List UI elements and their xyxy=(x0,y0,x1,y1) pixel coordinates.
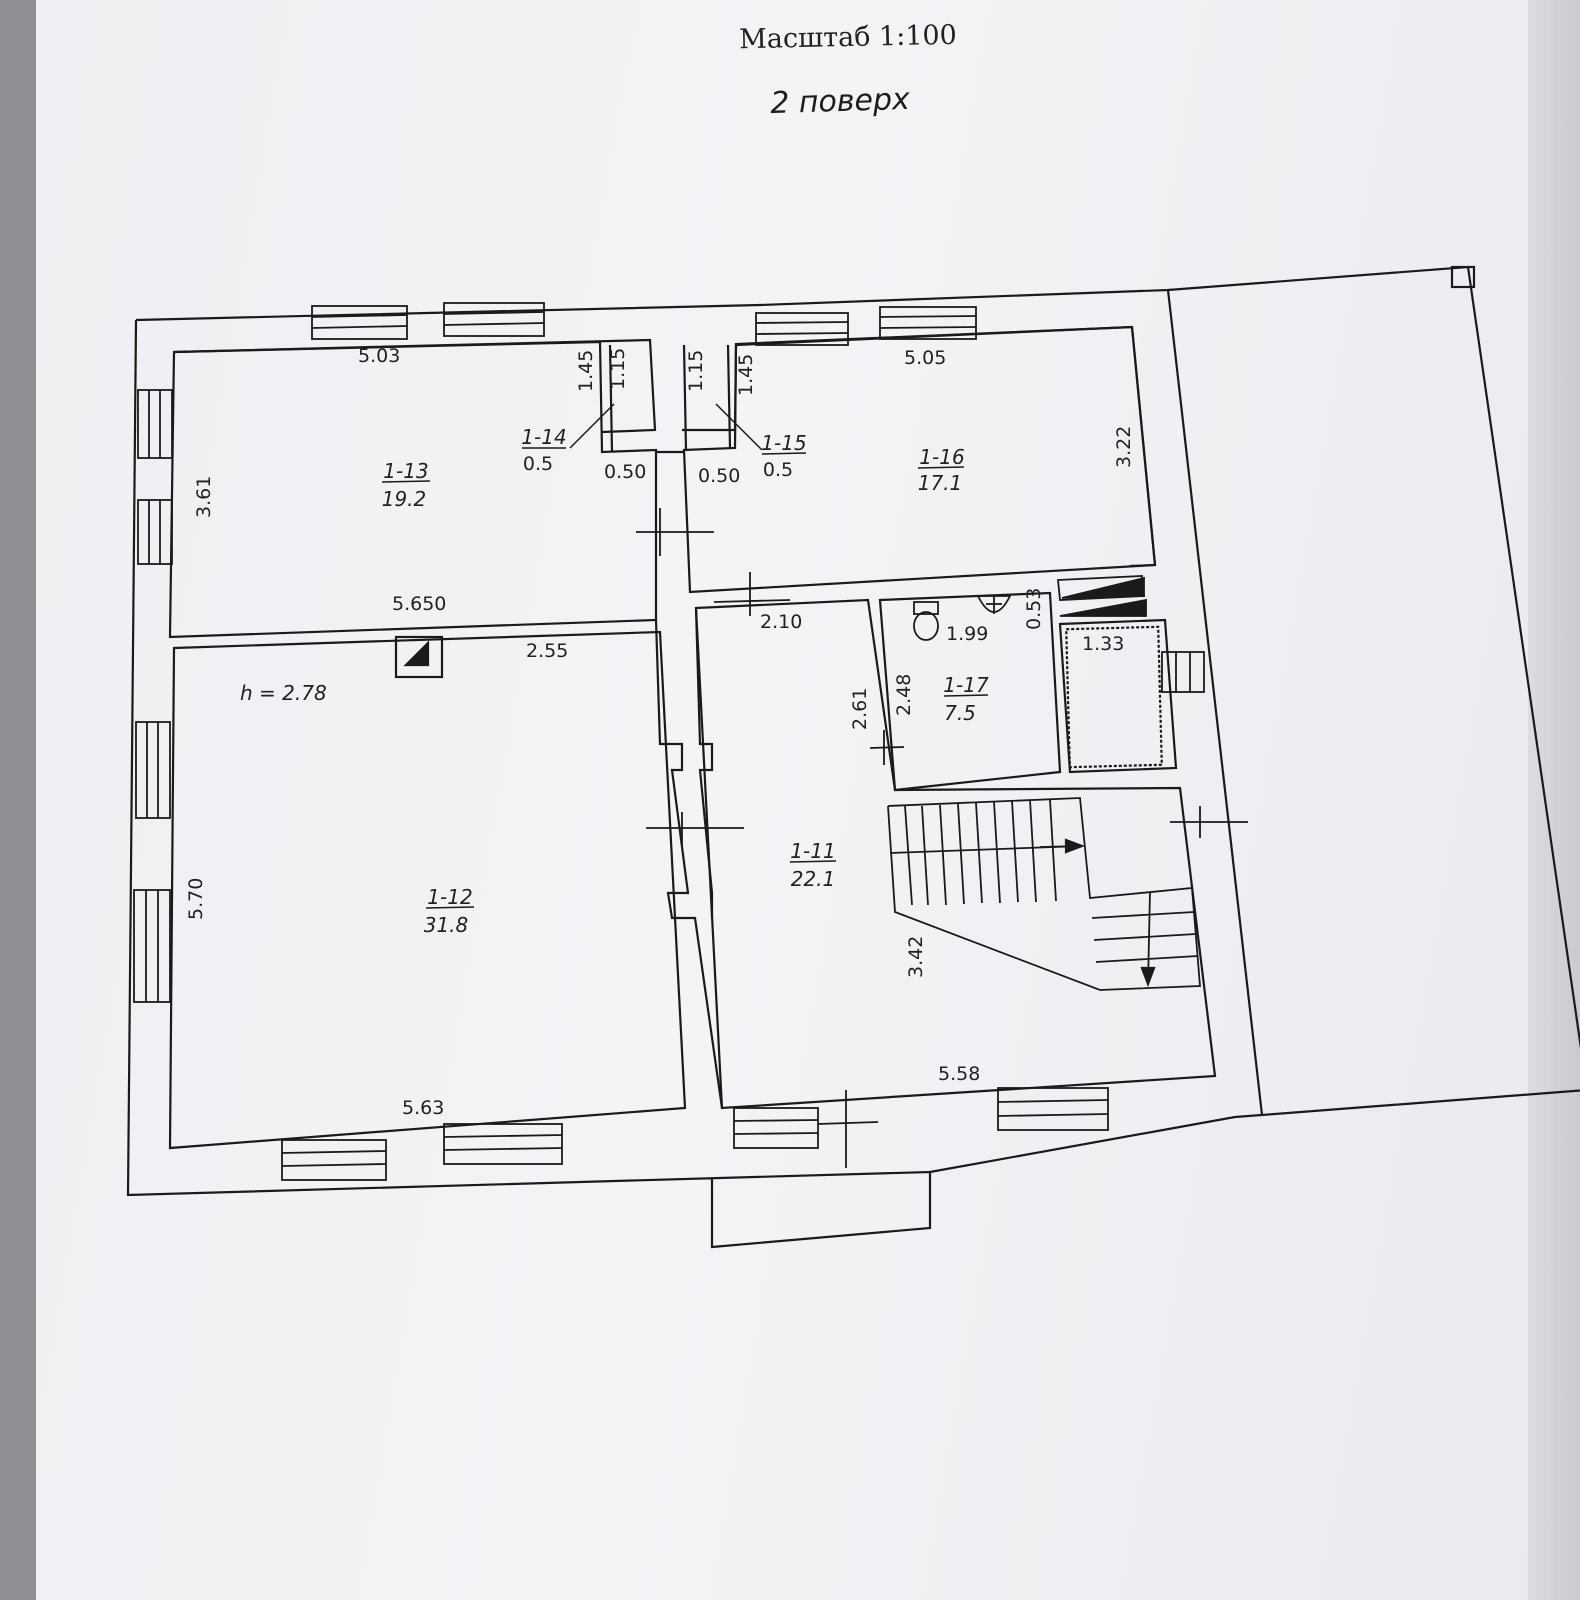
room-1-17-bar xyxy=(943,694,989,697)
storage-room xyxy=(1058,618,1178,774)
dim-0-50-left: 0.50 xyxy=(604,461,646,483)
closet-1-15-wall-b xyxy=(726,344,732,449)
room-1-15-bar xyxy=(761,452,807,455)
room-1-12-bar xyxy=(425,906,475,909)
dim-3-61: 3.61 xyxy=(193,476,215,518)
room-1-12-area: 31.8 xyxy=(424,913,469,937)
dim-1-33: 1.33 xyxy=(1082,633,1124,655)
leader-1-14 xyxy=(569,403,615,449)
toilet-icon xyxy=(913,601,939,641)
bath-tub xyxy=(1065,625,1163,769)
leader-1-15 xyxy=(715,403,763,451)
dim-3-42: 3.42 xyxy=(905,936,927,978)
dimension-labels: 5.03 5.05 3.61 3.22 5.650 2.55 5.70 5.63… xyxy=(185,345,1135,1119)
sink-icon xyxy=(976,595,1012,614)
room-1-11-bar xyxy=(789,860,837,863)
paper-sheet xyxy=(36,0,1580,1600)
room-1-13-id: 1-13 xyxy=(383,459,428,483)
windows xyxy=(133,302,1205,1181)
closet-1-15-wall xyxy=(682,344,688,451)
room-1-13-area: 19.2 xyxy=(382,487,427,511)
dim-5-03: 5.03 xyxy=(358,345,400,367)
dim-5-05: 5.05 xyxy=(904,347,946,369)
room-1-17-id: 1-17 xyxy=(943,673,989,697)
paper-edge xyxy=(1528,0,1580,1600)
corridor-left xyxy=(654,619,724,1109)
room-1-16-area: 17.1 xyxy=(918,471,963,495)
staircase xyxy=(887,797,1201,991)
dim-5-63: 5.63 xyxy=(402,1097,444,1119)
room-1-12 xyxy=(168,630,687,1150)
chimney xyxy=(394,635,444,679)
room-1-15-id: 1-15 xyxy=(761,431,806,455)
room-1-17-area: 7.5 xyxy=(944,701,976,725)
outer-wall-bottom xyxy=(929,1115,1236,1174)
water-heater-icon xyxy=(1057,575,1147,617)
dim-5-70: 5.70 xyxy=(185,878,207,920)
room-1-15-area: 0.5 xyxy=(763,459,793,481)
closet-1-14-wall xyxy=(608,344,614,453)
dim-2-48: 2.48 xyxy=(893,674,915,716)
room-1-11-id: 1-11 xyxy=(790,839,835,863)
dim-0-53: 0.53 xyxy=(1023,588,1045,630)
dim-2-55: 2.55 xyxy=(526,640,568,662)
room-1-13-bar xyxy=(381,480,431,483)
dim-1-99: 1.99 xyxy=(946,623,988,645)
dim-3-22: 3.22 xyxy=(1113,426,1135,468)
room-1-13 xyxy=(168,340,658,639)
room-1-16 xyxy=(682,325,1157,594)
dim-1-45-right: 1.45 xyxy=(735,354,757,396)
dim-1-45-left: 1.45 xyxy=(575,350,597,392)
room-1-16-bar xyxy=(917,466,965,469)
corridor-right xyxy=(694,607,714,918)
room-1-11-area: 22.1 xyxy=(791,867,836,891)
annex-corner-mark xyxy=(1450,265,1476,289)
chimney-fill xyxy=(403,640,430,667)
room-1-16-id: 1-16 xyxy=(919,445,964,469)
dim-0-50-right: 0.50 xyxy=(698,465,740,487)
dim-2-10: 2.10 xyxy=(760,611,802,633)
stair-arrow-down xyxy=(1140,966,1156,988)
dim-5-58: 5.58 xyxy=(938,1063,980,1085)
dim-1-15-right: 1.15 xyxy=(685,350,707,392)
dim-1-15-left: 1.15 xyxy=(607,348,629,390)
dim-2-61: 2.61 xyxy=(849,688,871,730)
ceiling-height: h = 2.78 xyxy=(240,681,327,705)
room-labels: 1-11 22.1 1-12 31.8 1-13 19.2 1-14 0.5 1… xyxy=(382,425,989,937)
door-marks xyxy=(636,508,1248,1168)
room-1-12-id: 1-12 xyxy=(427,885,472,909)
room-1-14-area: 0.5 xyxy=(523,453,553,475)
dim-5-650: 5.650 xyxy=(392,593,446,615)
room-1-14-id: 1-14 xyxy=(521,425,566,449)
stair-arrow-right xyxy=(1064,838,1086,854)
annex-outline xyxy=(1167,265,1580,1117)
